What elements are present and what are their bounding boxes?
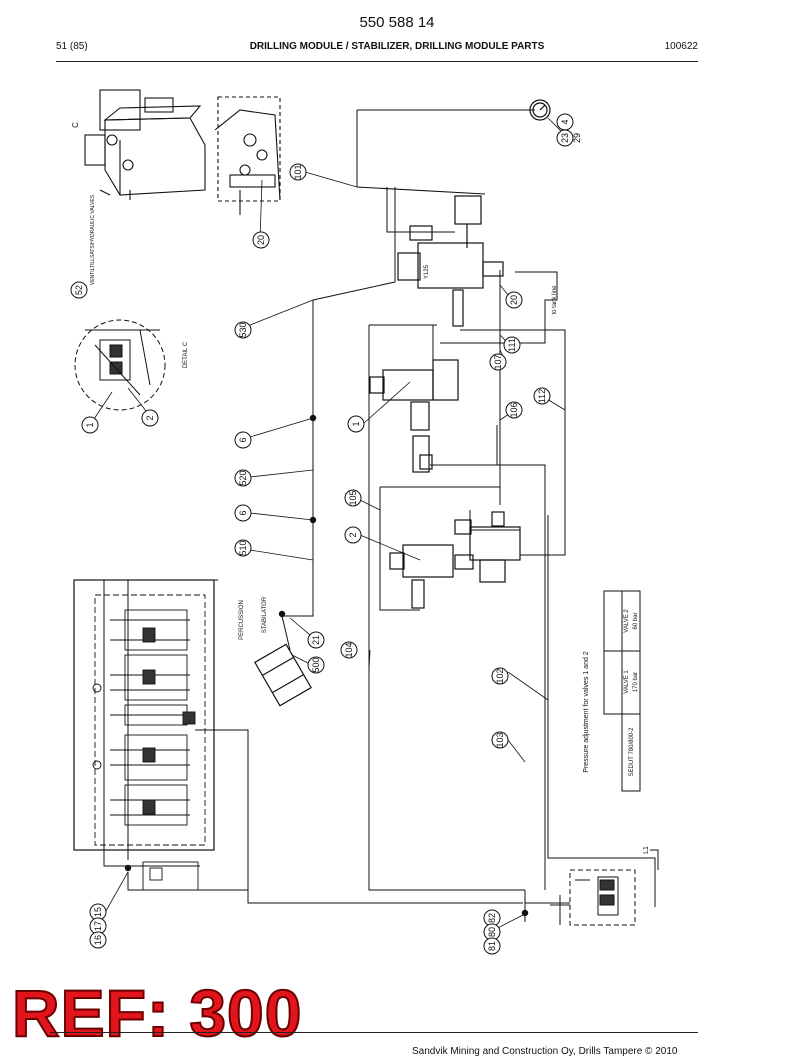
callout-2: 2: [348, 532, 358, 537]
detail-view: [74, 319, 166, 411]
callout-103: 103: [495, 732, 505, 747]
reference-stamp: REF: 300: [11, 976, 303, 1050]
callout-29: 29: [572, 133, 582, 143]
callout-111: 111: [507, 338, 517, 352]
hydraulic-lines: [103, 109, 656, 922]
table-valve1: VALVE 1: [624, 670, 630, 694]
valve-block-top: [397, 195, 504, 327]
callout-106: 106: [509, 402, 519, 417]
detail-letter: C: [71, 122, 80, 128]
callout-23: 23: [560, 133, 570, 143]
callout-104: 104: [344, 642, 354, 657]
detail-label: DETAIL C: [183, 341, 189, 368]
callout-20a: 20: [256, 235, 266, 245]
callout-16: 16: [93, 935, 103, 945]
leader-lines: [89, 117, 566, 933]
footer-copyright: Sandvik Mining and Construction Oy, Dril…: [412, 1046, 678, 1057]
pressure-note: Pressure adjustment for valves 1 and 2: [583, 651, 590, 773]
callout-1-detail: 1: [85, 422, 95, 427]
callout-500: 500: [311, 657, 321, 672]
callout-52: 52: [74, 285, 84, 295]
callout-15: 15: [93, 907, 103, 917]
valve-code: Y125: [424, 264, 430, 279]
control-panel: [73, 579, 215, 891]
callout-4: 4: [560, 119, 570, 124]
stabilator-label: STABILATOR: [262, 596, 268, 633]
callout-20b: 20: [509, 295, 519, 305]
schematic-labels: DETAIL C C VENTILTILLSATS/HYDRAULIC VALV…: [71, 122, 650, 854]
callout-17: 17: [93, 921, 103, 931]
percussion-label: PERCUSSION: [239, 600, 245, 640]
pressure-gauge: [529, 99, 551, 121]
to-tank-label: to tank line: [552, 285, 558, 315]
table-valve2-value: 60 bar: [633, 612, 639, 629]
valve-block-1: [369, 359, 459, 473]
stabilator-valve: [254, 643, 312, 707]
valve-table: [603, 590, 641, 792]
callout-112: 112: [537, 389, 547, 403]
l1-label: L1: [643, 846, 650, 854]
callout-530: 530: [238, 322, 248, 337]
junction-dots: [124, 414, 529, 917]
callout-6a: 6: [238, 437, 248, 442]
callout-circles: [70, 113, 574, 955]
callout-80: 80: [487, 927, 497, 937]
callout-81: 81: [487, 941, 497, 951]
callout-2-detail: 2: [145, 415, 155, 420]
table-valve2: VALVE 2: [624, 609, 630, 633]
callout-82: 82: [487, 913, 497, 923]
revision-code: 100622: [664, 41, 698, 52]
equipment-drawing-2: [214, 96, 281, 215]
table-valve1-value: 170 bar: [633, 672, 639, 692]
callout-102: 102: [495, 668, 505, 683]
document-number: 550 588 14: [359, 14, 435, 31]
footer-divider: [50, 1032, 698, 1033]
pump-manifold: [550, 869, 636, 926]
callout-6b: 6: [238, 510, 248, 515]
table-model: SEDUT 780/800-2: [629, 727, 635, 777]
page-title: DRILLING MODULE / STABILIZER, DRILLING M…: [249, 41, 545, 52]
l1-bracket: [650, 849, 659, 870]
callout-510: 510: [238, 540, 248, 555]
page-indicator: 51 (85): [56, 41, 88, 52]
callout-numbers: 101 530 6 520 6 510 1 2 105 104 102 103 …: [74, 119, 582, 951]
callout-101: 101: [293, 164, 303, 179]
valve-note: VENTILTILLSATS/HYDRAULIC VALVES: [90, 194, 96, 285]
equipment-drawing: [84, 89, 206, 200]
callout-520: 520: [238, 470, 248, 485]
callout-107: 107: [493, 354, 503, 369]
header-divider: [56, 61, 698, 62]
callout-1: 1: [351, 421, 361, 426]
callout-21: 21: [311, 635, 321, 645]
callout-105: 105: [348, 490, 358, 505]
valve-block-2: [389, 511, 521, 609]
